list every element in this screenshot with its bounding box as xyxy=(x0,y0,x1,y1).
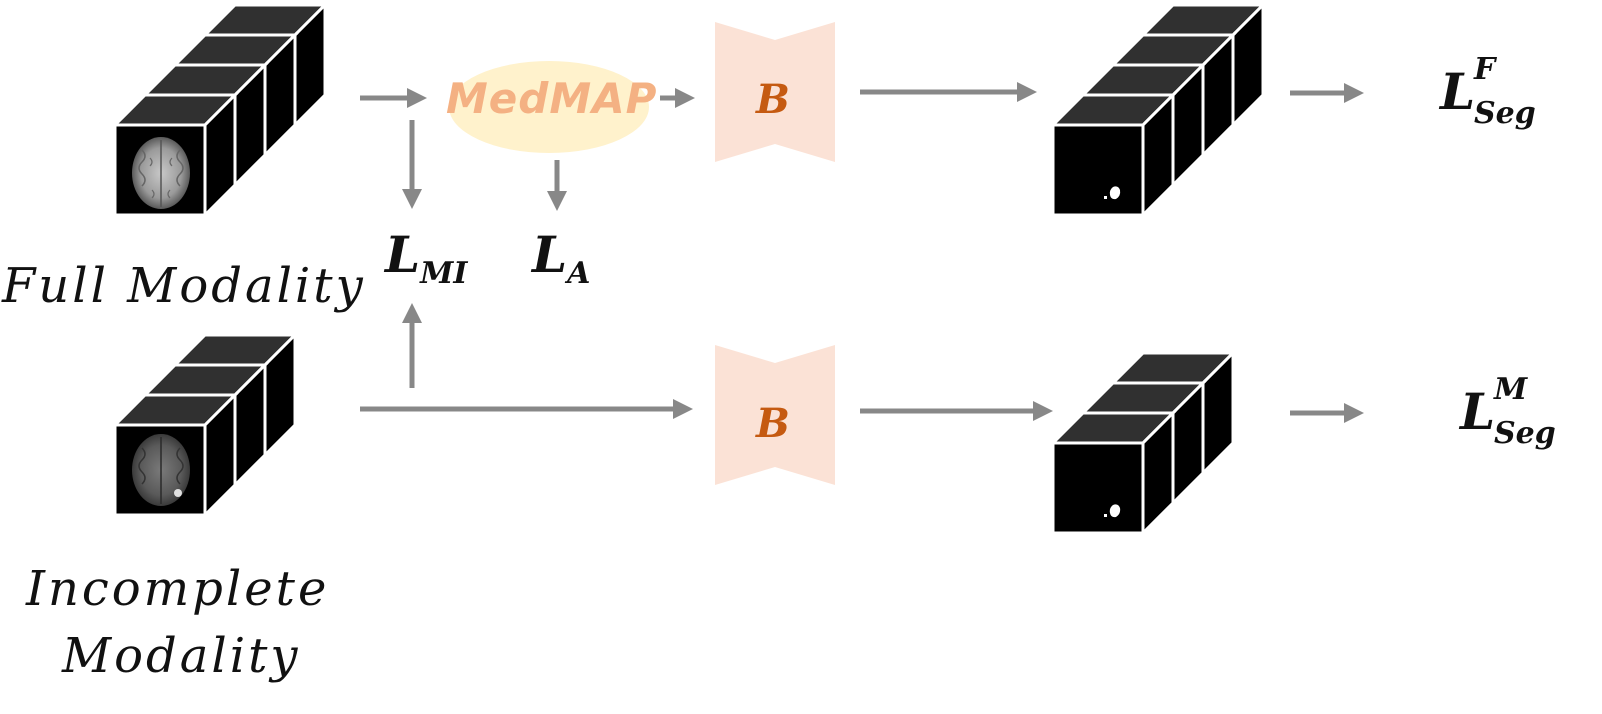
stack-slice xyxy=(1109,31,1237,159)
input-incomplete-modality-stack xyxy=(111,331,299,519)
full-modality-label: Full Modality xyxy=(2,258,366,314)
backbone-top-label: B xyxy=(756,76,790,123)
stack-slice xyxy=(1079,379,1207,507)
backbone-bottom-label: B xyxy=(756,400,790,447)
loss-mi-base: L xyxy=(385,225,421,284)
stack-slice xyxy=(171,331,299,459)
loss-seg-missing: L M Seg xyxy=(1460,372,1590,462)
stack-slice xyxy=(171,31,299,159)
backbone-block-bottom xyxy=(715,345,835,485)
incomplete-modality-label-line2: Modality xyxy=(62,628,301,684)
stack-slice xyxy=(141,361,269,489)
loss-a: LA xyxy=(532,230,590,289)
output-incomplete-segmentation-stack xyxy=(1049,349,1237,537)
loss-seg-full-sup: F xyxy=(1474,52,1496,87)
backbone-block-top xyxy=(715,22,835,162)
loss-seg-missing-sub: Seg xyxy=(1494,416,1556,451)
segmentation-mask-stack-icon xyxy=(1104,504,1121,518)
incomplete-modality-label-line1: Incomplete xyxy=(26,561,330,617)
stack-slice xyxy=(1079,61,1207,189)
stack-slice xyxy=(111,91,239,219)
loss-mi-sub: MI xyxy=(420,256,468,291)
arrows xyxy=(360,82,1364,423)
stack-slice xyxy=(141,61,269,189)
loss-seg-missing-sup: M xyxy=(1494,372,1528,407)
stack-slice xyxy=(1139,1,1267,129)
loss-seg-missing-base: L xyxy=(1460,382,1496,441)
medmap-label: MedMAP xyxy=(446,74,658,123)
loss-mi: LMI xyxy=(385,230,467,289)
front-face xyxy=(1051,123,1145,217)
loss-a-sub: A xyxy=(567,256,591,291)
stack-slice xyxy=(1109,349,1237,477)
medmap-ellipse xyxy=(449,61,649,153)
front-face xyxy=(1051,441,1145,535)
loss-seg-full: L F Seg xyxy=(1440,52,1560,142)
brain-mri-stack-icon xyxy=(132,137,190,209)
loss-a-base: L xyxy=(532,225,568,284)
output-full-segmentation-stack xyxy=(1049,1,1267,219)
loss-seg-full-sub: Seg xyxy=(1474,96,1536,131)
brain-mri-stack-icon xyxy=(132,434,190,506)
segmentation-mask-stack-icon xyxy=(1104,186,1121,200)
input-full-modality-stack xyxy=(111,1,329,219)
loss-seg-full-base: L xyxy=(1440,62,1476,121)
